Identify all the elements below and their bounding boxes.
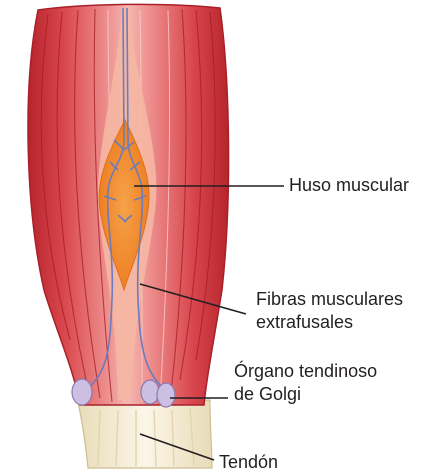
tendon xyxy=(78,400,212,468)
label-golgi-line-2: de Golgi xyxy=(234,383,377,406)
label-fibras-extrafusales: Fibras musculares extrafusales xyxy=(256,288,403,334)
golgi-tendon-organ-left xyxy=(72,379,92,405)
label-golgi-line-1: Órgano tendinoso xyxy=(234,360,377,383)
label-tendon: Tendón xyxy=(219,451,278,474)
label-fibras-line-1: Fibras musculares xyxy=(256,288,403,311)
label-huso-muscular: Huso muscular xyxy=(289,174,409,197)
label-fibras-line-2: extrafusales xyxy=(256,311,403,334)
label-organo-tendinoso-golgi: Órgano tendinoso de Golgi xyxy=(234,360,377,406)
